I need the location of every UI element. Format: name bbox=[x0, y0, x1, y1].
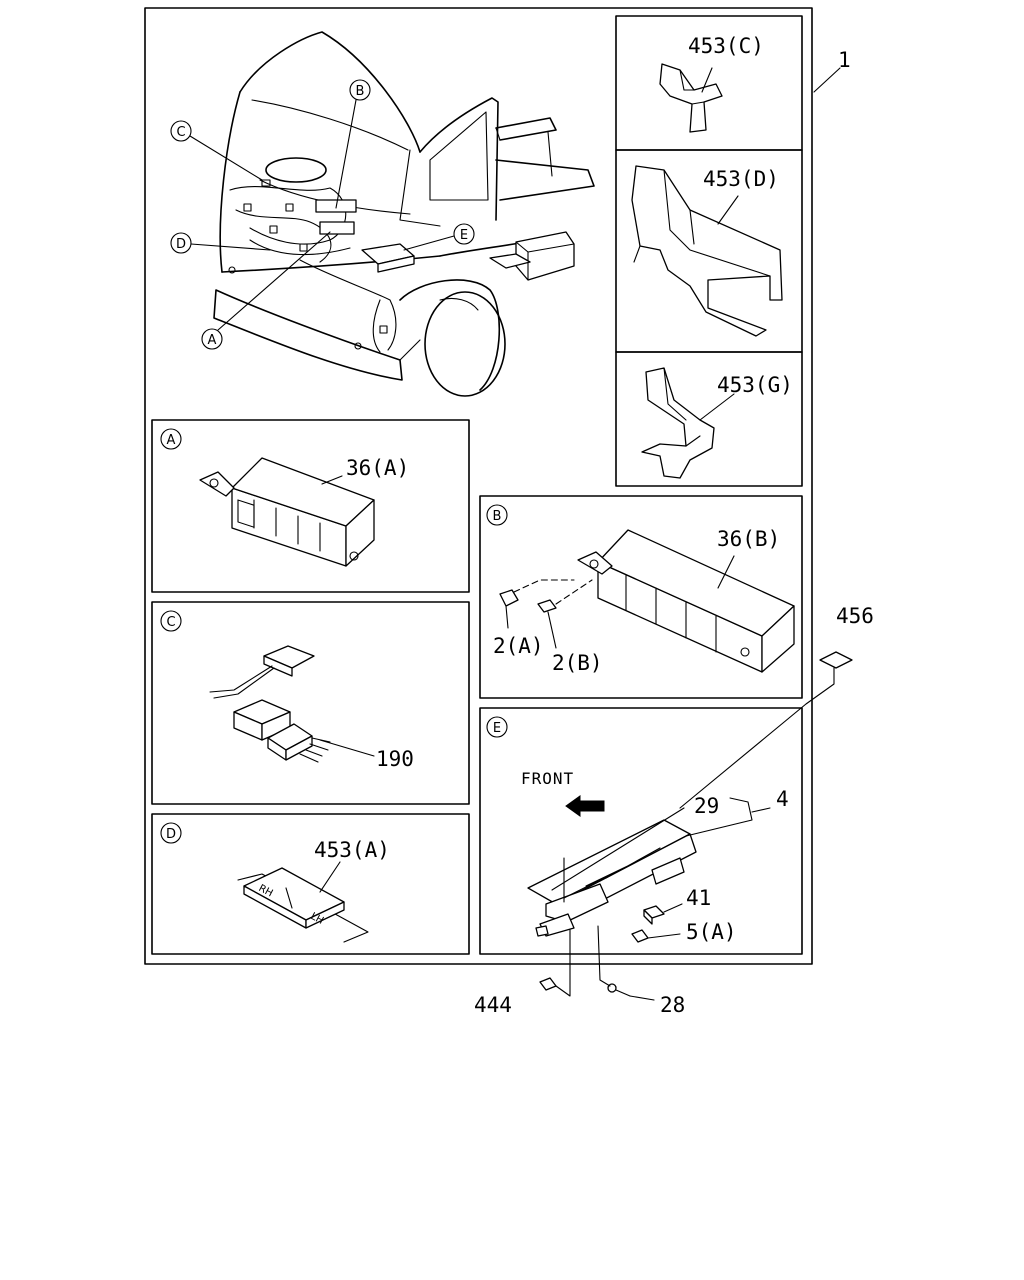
overview-callout-e-letter: E bbox=[460, 228, 468, 243]
part-190-label: 190 bbox=[376, 747, 414, 771]
part-2a-label: 2(A) bbox=[493, 634, 544, 658]
part-28-label: 28 bbox=[660, 993, 685, 1017]
part-444-label: 444 bbox=[474, 993, 512, 1017]
overview-callout-c-letter: C bbox=[176, 125, 185, 140]
panel-a-badge: A bbox=[160, 428, 182, 450]
part-36b-drawing bbox=[577, 529, 795, 673]
part-453c-drawing bbox=[659, 63, 723, 133]
panel-a-letter: A bbox=[167, 433, 176, 448]
truck-overview-illustration bbox=[213, 31, 595, 397]
part-4-label: 4 bbox=[776, 787, 789, 811]
panel-d bbox=[151, 813, 470, 955]
panel-e-badge: E bbox=[486, 716, 508, 738]
part-453a-drawing: RH LH bbox=[237, 861, 369, 943]
arrow-label-lh: LH bbox=[309, 911, 326, 927]
part-453g-label: 453(G) bbox=[717, 373, 793, 397]
overview-callout-b: B bbox=[335, 79, 371, 209]
panel-b-badge: B bbox=[486, 504, 508, 526]
overview-callout-a: A bbox=[201, 231, 331, 350]
panel-e-letter: E bbox=[493, 721, 501, 736]
part-453d-label: 453(D) bbox=[703, 167, 779, 191]
diagram-outer-frame bbox=[144, 7, 813, 965]
front-arrow-icon bbox=[565, 795, 605, 817]
panel-c-badge: C bbox=[160, 610, 182, 632]
front-direction-label: FRONT bbox=[521, 769, 574, 788]
panel-c bbox=[151, 601, 470, 805]
overview-callout-a-letter: A bbox=[208, 333, 217, 348]
part-41-clip-drawing bbox=[643, 903, 683, 925]
part-28-drawing bbox=[597, 925, 655, 1001]
part-1-label: 1 bbox=[838, 48, 851, 72]
panel-d-letter: D bbox=[166, 827, 176, 842]
part-456-drawing bbox=[819, 651, 853, 669]
part-190-drawing bbox=[209, 645, 375, 763]
part-36b-label: 36(B) bbox=[717, 527, 780, 551]
panel-d-badge: D bbox=[160, 822, 182, 844]
part-456-label: 456 bbox=[836, 604, 874, 628]
part-5a-label: 5(A) bbox=[686, 920, 737, 944]
panel-453g bbox=[615, 351, 803, 487]
part-36a-label: 36(A) bbox=[346, 456, 409, 480]
part-2a-2b-drawing bbox=[499, 579, 593, 649]
part-453d-drawing bbox=[631, 165, 783, 337]
panel-e bbox=[479, 707, 803, 955]
part-453c-label: 453(C) bbox=[688, 34, 764, 58]
part-29-relay-bracket-drawing bbox=[527, 819, 697, 937]
part-453a-label: 453(A) bbox=[314, 838, 390, 862]
part-444-drawing bbox=[539, 929, 571, 997]
part-453g-drawing bbox=[641, 367, 735, 479]
overview-callout-d-letter: D bbox=[176, 237, 186, 252]
part-29-label: 29 bbox=[694, 794, 719, 818]
part-5a-clip-drawing bbox=[631, 929, 681, 943]
part-2b-label: 2(B) bbox=[552, 651, 603, 675]
overview-callout-b-letter: B bbox=[356, 84, 365, 99]
overview-callout-e: E bbox=[403, 223, 475, 251]
panel-c-letter: C bbox=[166, 615, 175, 630]
part-41-label: 41 bbox=[686, 886, 711, 910]
panel-b bbox=[479, 495, 803, 699]
panel-a bbox=[151, 419, 470, 593]
overview-callout-d: D bbox=[170, 232, 271, 254]
panel-b-letter: B bbox=[493, 509, 502, 524]
overview-callout-c: C bbox=[170, 120, 263, 181]
part-36a-drawing bbox=[199, 457, 375, 567]
